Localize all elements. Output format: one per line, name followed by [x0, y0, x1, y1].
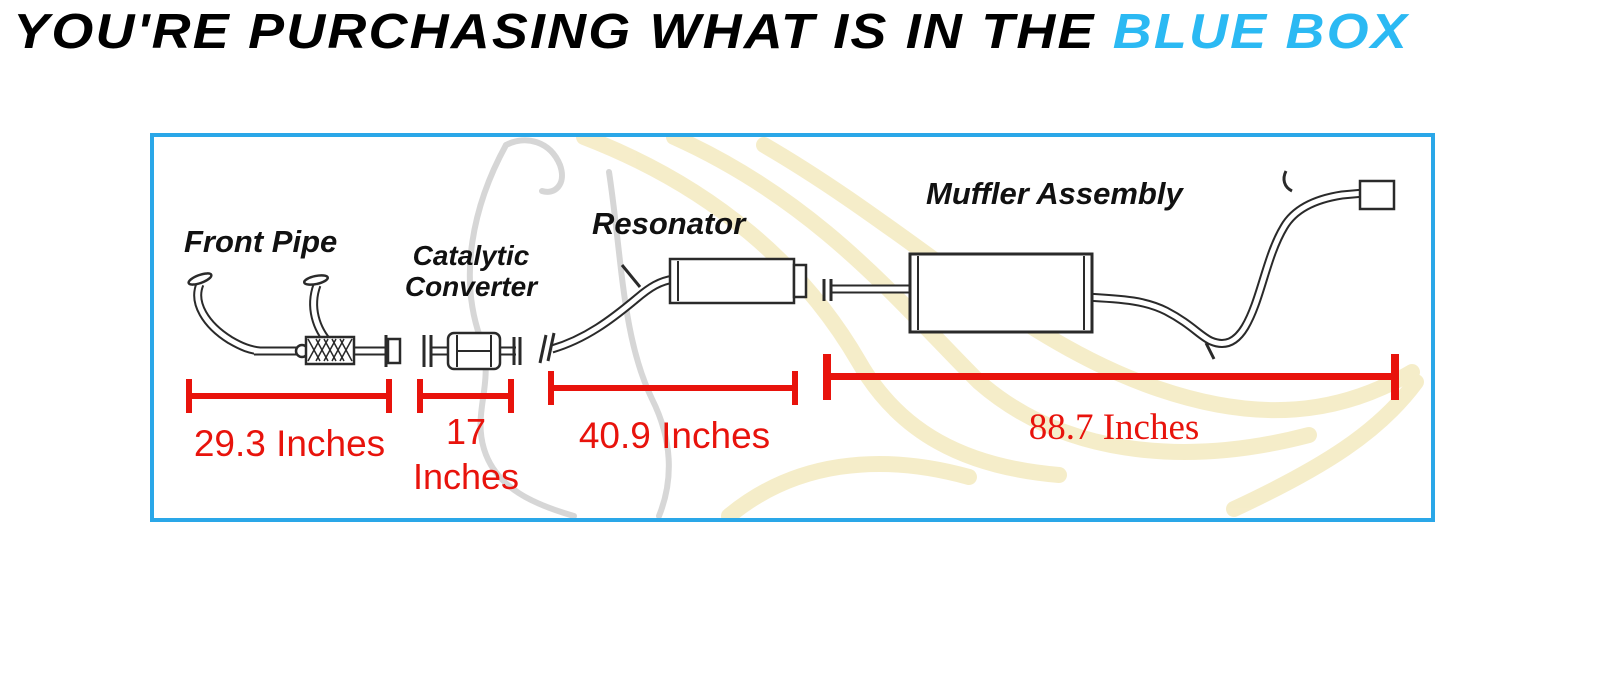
- part-label-muffler-assembly: Muffler Assembly: [926, 176, 1183, 211]
- header-highlight-text: BLUE BOX: [1112, 5, 1409, 59]
- measure-label-muffler-assembly: 88.7 Inches: [1028, 407, 1200, 448]
- part-label-resonator: Resonator: [592, 206, 746, 241]
- measure-line-resonator: [548, 385, 798, 391]
- measure-label-resonator: 40.9 Inches: [578, 415, 771, 456]
- measure-line-front-pipe: [186, 393, 392, 399]
- measure-line-muffler-assembly: [823, 373, 1399, 380]
- exhaust-diagram-art: [187, 137, 1424, 518]
- part-label-front-pipe: Front Pipe: [184, 224, 338, 259]
- measure-line-catalytic-converter: [417, 393, 514, 399]
- measure-label-catalytic-converter: 17 Inches: [412, 411, 520, 497]
- measure-label-front-pipe: 29.3 Inches: [193, 423, 386, 464]
- exhaust-parts-drawing: [187, 170, 1396, 371]
- header-banner: YOU'RE PURCHASING WHAT IS IN THE BLUE BO…: [0, 0, 1600, 60]
- header-text: YOU'RE PURCHASING WHAT IS IN THE: [13, 5, 1113, 59]
- blue-box-diagram: Front Pipe Catalytic Converter Resonator…: [150, 133, 1435, 522]
- part-label-catalytic-converter: Catalytic Converter: [404, 240, 538, 303]
